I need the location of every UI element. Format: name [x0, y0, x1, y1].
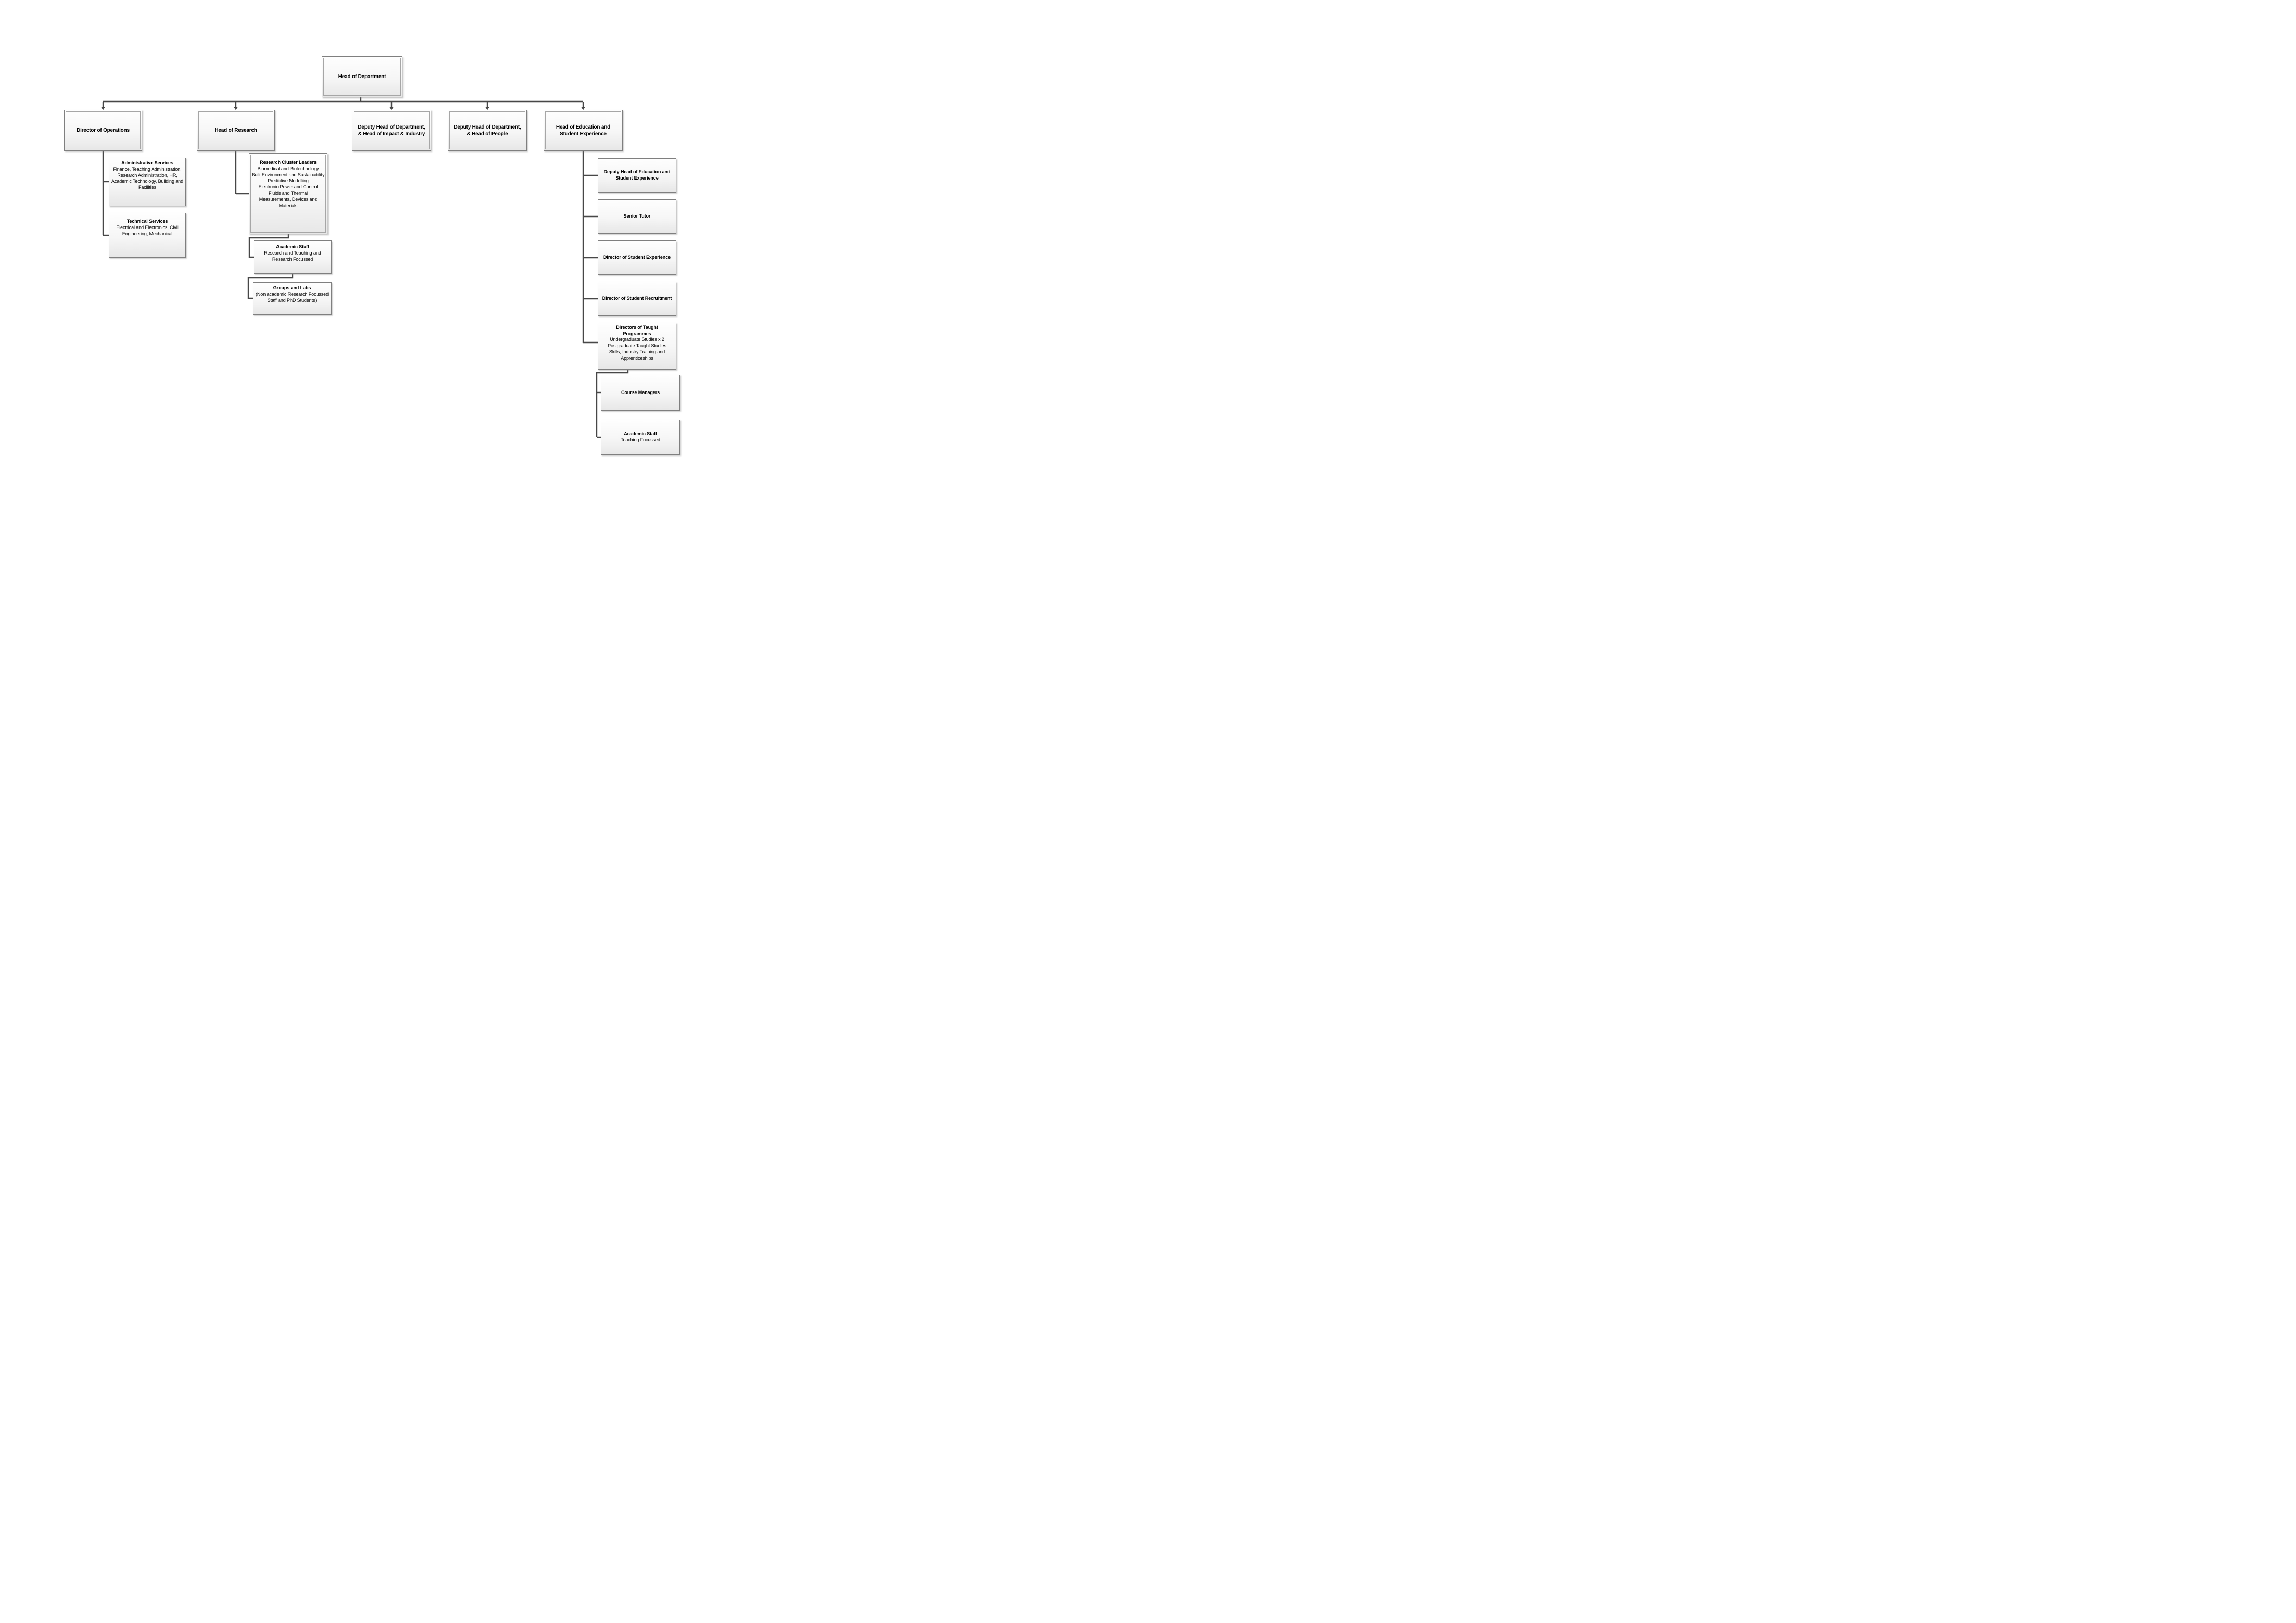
node-deputy-head-education: Deputy Head of Education and Student Exp…	[598, 158, 676, 193]
connector-arrowheads	[101, 107, 585, 110]
node-title: Research Cluster Leaders	[260, 160, 317, 165]
node-title: Technical Services	[127, 219, 168, 224]
node-title: Deputy Head of Department, & Head of Imp…	[358, 124, 425, 137]
node-administrative-services: Administrative Services Finance, Teachin…	[109, 158, 186, 206]
node-title: Deputy Head of Department, & Head of Peo…	[453, 124, 521, 137]
node-title: Academic Staff	[624, 431, 657, 437]
node-groups-and-labs: Groups and Labs (Non academic Research F…	[253, 282, 332, 315]
node-director-student-recruitment: Director of Student Recruitment	[598, 282, 676, 316]
node-description: (Non academic Research Focussed Staff an…	[256, 291, 329, 303]
node-title: Director of Operations	[77, 128, 130, 133]
node-title: Administrative Services	[121, 160, 173, 166]
node-head-of-department: Head of Department	[322, 56, 402, 97]
node-description: Finance, Teaching Administration, Resear…	[111, 166, 183, 191]
connector-lines	[101, 97, 629, 438]
node-director-student-experience: Director of Student Experience	[598, 240, 676, 275]
node-course-managers: Course Managers	[601, 375, 680, 411]
node-title: Head of Research	[215, 128, 257, 133]
node-technical-services: Technical Services Electrical and Electr…	[109, 213, 186, 258]
node-academic-staff-research: Academic Staff Research and Teaching and…	[254, 240, 332, 274]
node-director-of-operations: Director of Operations	[64, 110, 142, 151]
node-description: Teaching Focussed	[621, 437, 660, 442]
node-academic-staff-teaching: Academic Staff Teaching Focussed	[601, 420, 680, 455]
node-description: Undergraduate Studies x 2 Postgraduate T…	[608, 337, 666, 361]
node-title: Academic Staff	[276, 244, 309, 249]
node-head-of-education: Head of Education and Student Experience	[544, 110, 623, 151]
node-title: Deputy Head of Education and Student Exp…	[603, 169, 671, 181]
node-title: Groups and Labs	[273, 285, 311, 290]
node-deputy-head-people: Deputy Head of Department, & Head of Peo…	[448, 110, 527, 151]
node-title: Course Managers	[621, 389, 660, 395]
node-title: Head of Department	[338, 74, 386, 80]
node-senior-tutor: Senior Tutor	[598, 199, 676, 234]
node-description: Biomedical and Biotechnology Built Envir…	[251, 166, 325, 208]
node-description: Research and Teaching and Research Focus…	[264, 250, 321, 262]
node-title: Directors of Taught Programmes	[616, 325, 658, 336]
org-chart-canvas: Head of Department Director of Operation…	[0, 0, 765, 541]
node-deputy-head-impact-industry: Deputy Head of Department, & Head of Imp…	[352, 110, 431, 151]
node-head-of-research: Head of Research	[197, 110, 275, 151]
node-title: Senior Tutor	[623, 213, 651, 219]
node-title: Head of Education and Student Experience	[556, 124, 611, 137]
node-title: Director of Student Experience	[603, 255, 671, 260]
node-title: Director of Student Recruitment	[602, 296, 672, 301]
node-research-cluster-leaders: Research Cluster Leaders Biomedical and …	[249, 153, 327, 234]
node-directors-taught-programmes: Directors of Taught Programmes Undergrad…	[598, 323, 676, 370]
node-description: Electrical and Electronics, Civil Engine…	[116, 224, 179, 236]
